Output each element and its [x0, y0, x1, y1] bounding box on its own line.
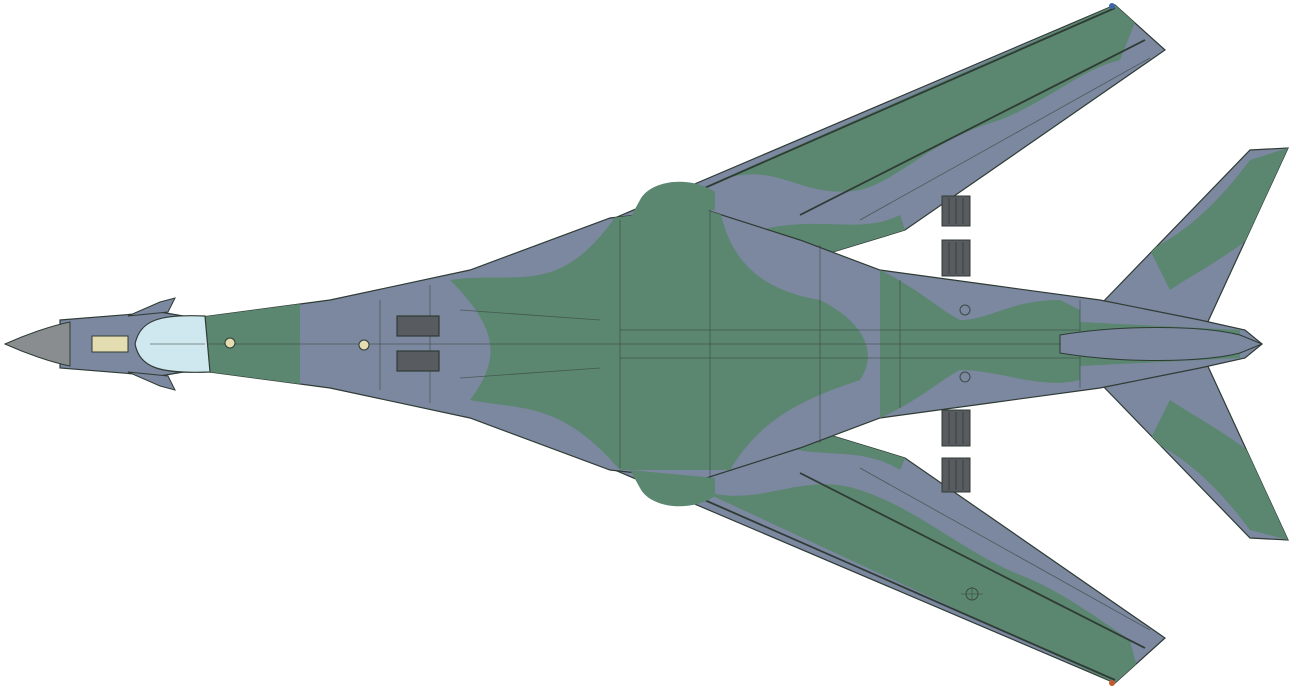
wing-glove-top	[630, 181, 715, 218]
wing-top-leading-line	[699, 7, 1116, 191]
fuse-camo-center	[450, 210, 868, 470]
panel-spine	[620, 329, 1080, 359]
right-wing	[608, 422, 1166, 684]
nav-light-left	[1109, 3, 1115, 9]
roundel-icon	[961, 587, 983, 601]
mid-light	[358, 339, 370, 351]
fuselage	[59, 181, 1264, 507]
wing-bot-spar-line	[799, 472, 1146, 649]
fwd-light	[224, 337, 236, 349]
wing-top-camo-1	[720, 5, 1140, 192]
tail-pod	[1059, 327, 1264, 361]
upper-tail-fin	[1098, 147, 1289, 329]
nav-light-right	[1109, 680, 1115, 686]
panel-fwd-diag	[459, 309, 601, 379]
lower-tail-fin	[1098, 359, 1289, 541]
fin-top-camo	[1150, 148, 1288, 290]
wing-bot-camo-1	[700, 484, 1140, 683]
wing-bot-flap-line	[859, 467, 1151, 631]
fin-bot-camo	[1150, 400, 1288, 540]
canard-bottom	[127, 371, 176, 391]
fuse-camo-nose	[200, 300, 300, 390]
wing-glove-bottom	[630, 470, 715, 507]
roundel-icon	[959, 304, 971, 316]
roundel-icon	[959, 371, 971, 383]
wing-top-spar-line	[799, 39, 1146, 216]
wing-top-flap-line	[859, 57, 1151, 221]
engine-nacelle-icon	[941, 195, 971, 493]
dorsal-vent-panels	[396, 315, 440, 372]
canopy-icon	[91, 315, 211, 373]
nose-cone-icon	[3, 321, 71, 367]
wing-bot-leading-line	[699, 497, 1116, 681]
canard-top	[127, 297, 176, 317]
